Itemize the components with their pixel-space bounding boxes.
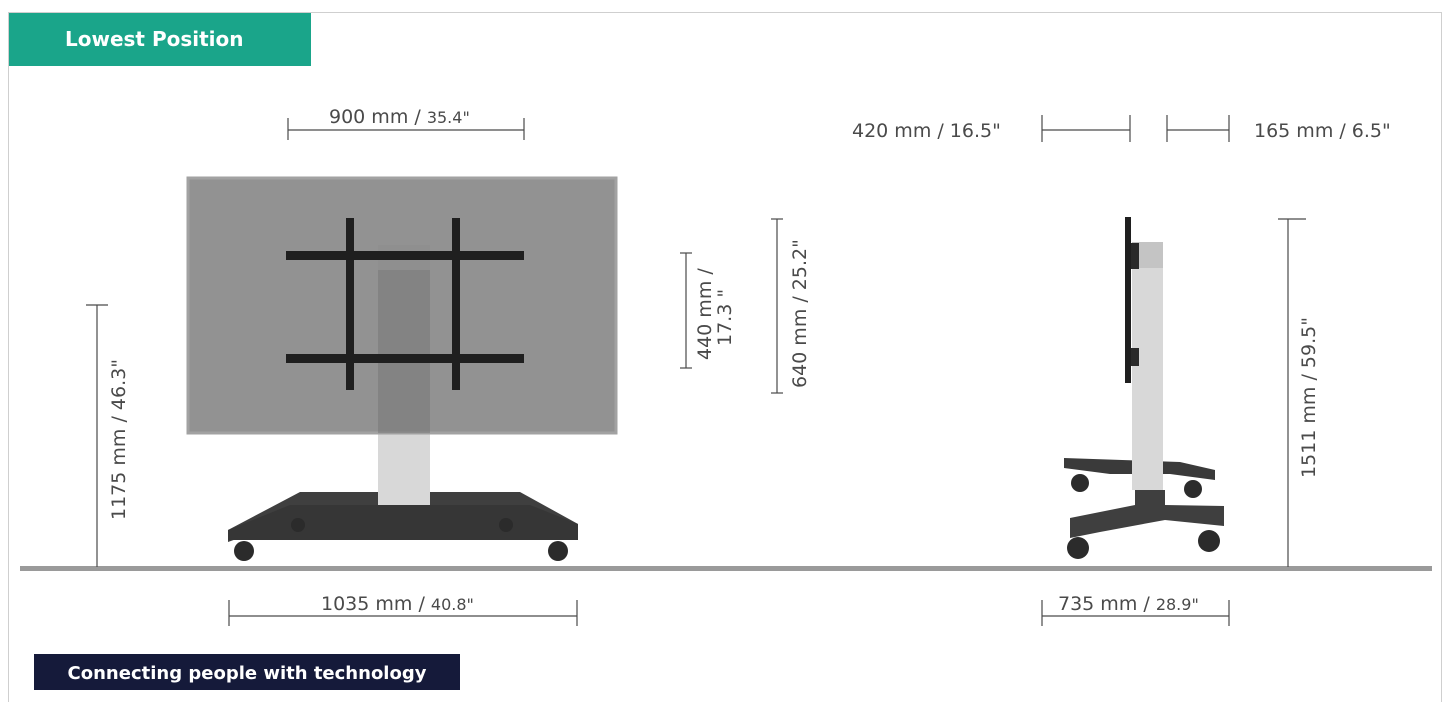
bracket-arm-right	[452, 218, 460, 390]
dim-side-base: 735 mm / 28.9"	[1041, 593, 1230, 626]
bracket-rail-bottom	[286, 354, 524, 363]
bracket-rail-top	[286, 251, 524, 260]
front-base-shadow	[228, 505, 578, 540]
dim-base-width: 1035 mm / 40.8"	[228, 593, 578, 626]
side-base-front	[1070, 490, 1224, 538]
side-bracket-bottom	[1131, 348, 1139, 366]
wheel-icon	[234, 541, 254, 561]
side-bracket-top	[1131, 243, 1139, 269]
dim-vesa-440-line2: 17.3 "	[714, 289, 736, 346]
side-view	[1064, 217, 1224, 559]
wheel-icon	[548, 541, 568, 561]
dim-vesa-640: 640 mm / 25.2"	[771, 218, 811, 394]
wheel-icon	[1071, 474, 1089, 492]
dim-side-offset-label: 165 mm / 6.5"	[1254, 120, 1391, 142]
dim-vesa-440-line1: 440 mm /	[694, 268, 716, 360]
wheel-icon	[1184, 480, 1202, 498]
front-view	[186, 176, 618, 561]
footer-tagline: Connecting people with technology	[34, 654, 460, 690]
side-screen	[1125, 217, 1131, 383]
bracket-arm-left	[346, 218, 354, 390]
dim-side-offset: 165 mm / 6.5"	[1166, 115, 1391, 142]
dim-side-height: 1511 mm / 59.5"	[1278, 218, 1320, 567]
dim-side-base-label: 735 mm / 28.9"	[1058, 593, 1199, 615]
column-behind-screen	[378, 270, 430, 433]
wheel-icon	[1198, 530, 1220, 552]
dim-side-depth-label: 420 mm / 16.5"	[852, 120, 1001, 142]
page-title: Lowest Position	[9, 13, 311, 66]
dim-front-width: 900 mm / 35.4"	[287, 106, 525, 140]
dim-side-depth: 420 mm / 16.5"	[852, 115, 1131, 142]
wheel-icon	[1067, 537, 1089, 559]
wheel-icon	[291, 518, 305, 532]
dim-front-width-label: 900 mm / 35.4"	[329, 106, 470, 128]
dim-height: 1175 mm / 46.3"	[86, 304, 130, 567]
wheel-icon	[499, 518, 513, 532]
floor-line	[20, 566, 1432, 571]
dim-vesa-440: 440 mm / 17.3 "	[680, 252, 736, 369]
dim-vesa-640-label: 640 mm / 25.2"	[789, 239, 811, 388]
dim-base-width-label: 1035 mm / 40.8"	[321, 593, 474, 615]
front-base	[228, 492, 578, 542]
dim-height-label: 1175 mm / 46.3"	[108, 359, 130, 520]
dim-side-height-label: 1511 mm / 59.5"	[1298, 317, 1320, 478]
diagram-frame	[8, 12, 1442, 702]
